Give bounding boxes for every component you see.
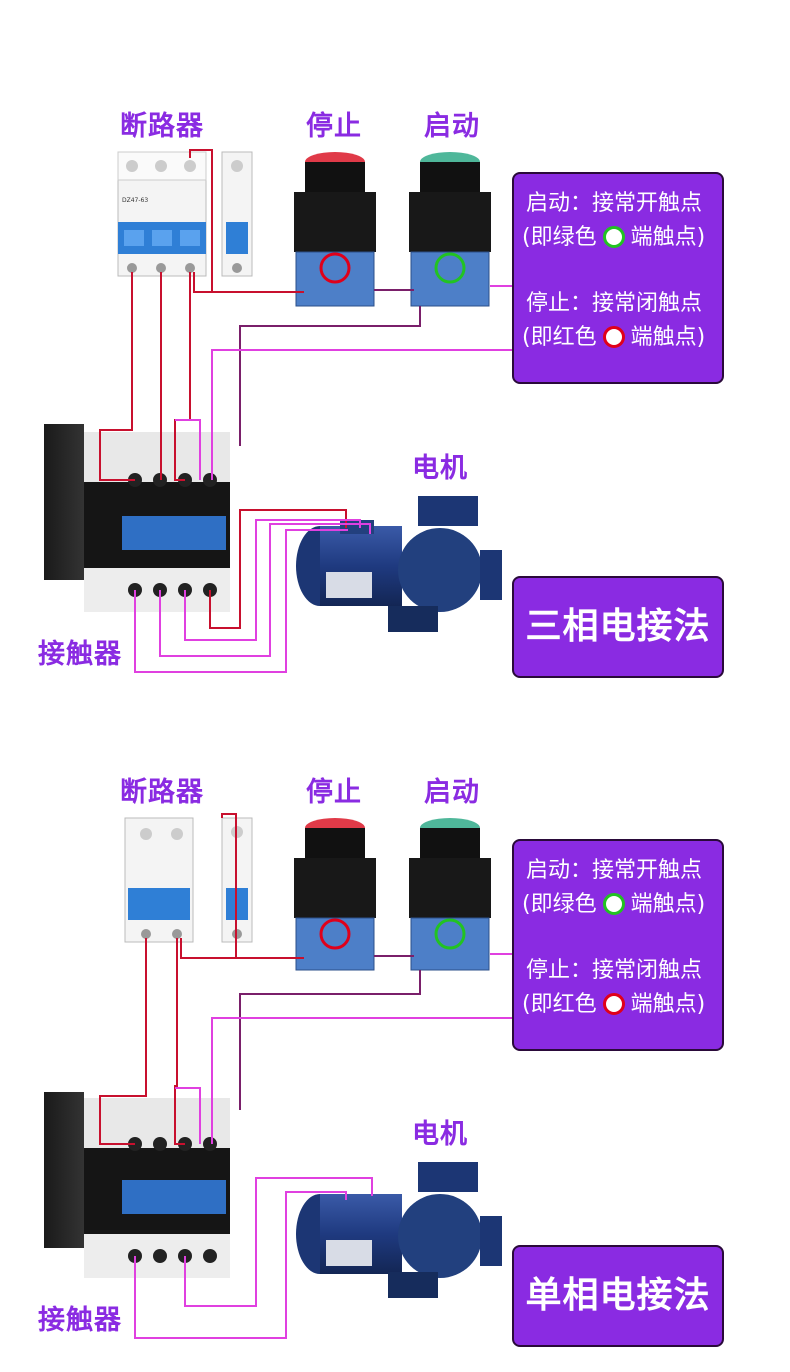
start-label: 启动 <box>424 111 480 142</box>
svg-text:DZ47-63: DZ47-63 <box>122 197 148 204</box>
stop-button-device <box>294 152 376 307</box>
start-contact-note: (即绿色 端触点) <box>522 222 705 254</box>
green-circle-icon <box>602 893 625 915</box>
start-button-device <box>409 152 491 307</box>
wire-breaker-to-stop <box>193 272 304 293</box>
motor-label: 电机 <box>412 453 468 484</box>
stop-contact-note: (即红色 端触点) <box>522 322 705 354</box>
stop-label: 停止 <box>306 111 362 142</box>
breaker-3-pole: DZ47-63 <box>117 151 207 277</box>
contactor-device <box>44 424 230 612</box>
wire-breaker-to-contactor-L <box>99 938 147 1145</box>
stop-contact-line-b: 停止：接常闭触点 <box>526 958 703 983</box>
stop-button-device-b <box>294 818 376 971</box>
stop-paren-close-b: 端触点) <box>630 992 706 1017</box>
wire-start-to-contactor-aux-b <box>211 953 517 1144</box>
start-button-device-b <box>409 818 491 971</box>
wire-breaker-top-loop-b <box>221 813 237 958</box>
motor-device <box>296 496 502 632</box>
start-paren-open: (即绿色 <box>522 225 597 250</box>
red-circle-icon <box>602 993 625 1015</box>
wire-start-to-contactor-aux <box>211 285 517 480</box>
contact-info-box: 启动：接常开触点 (即绿色端触点) 停止：接常闭触点 (即红色端触点) <box>512 172 724 384</box>
breaker-label-b: 断路器 <box>120 777 204 808</box>
wire-breaker-to-stop-b <box>180 938 304 959</box>
stop-label-b: 停止 <box>306 777 362 808</box>
method-badge: 三相电接法 <box>512 576 724 678</box>
start-contact-line-b: 启动：接常开触点 <box>526 858 703 883</box>
start-paren-close-b: 端触点) <box>630 892 706 917</box>
start-contact-line: 启动：接常开触点 <box>526 191 703 216</box>
breaker-2-pole <box>124 817 194 943</box>
stop-contact-line: 停止：接常闭触点 <box>526 291 703 316</box>
stop-contact-note-b: (即红色 端触点) <box>522 989 705 1021</box>
red-circle-icon <box>602 326 625 348</box>
breaker-label: 断路器 <box>120 111 204 142</box>
wire-contactor-aux-loop <box>175 419 201 480</box>
contact-info-box-b: 启动：接常开触点 (即绿色端触点) 停止：接常闭触点 (即红色端触点) <box>512 839 724 1051</box>
single-phase-wires <box>99 813 517 1339</box>
wire-contactor-to-motor-3 <box>159 523 371 657</box>
wire-contactor-to-motor-1 <box>209 509 347 629</box>
breaker-1-pole <box>221 151 253 277</box>
stop-paren-open-b: (即红色 <box>522 992 597 1017</box>
start-contact-note-b: (即绿色 端触点) <box>522 889 705 921</box>
start-paren-close: 端触点) <box>630 225 706 250</box>
wire-breaker-to-contactor-N <box>174 938 185 1145</box>
wire-contactor-to-motor-b1 <box>184 1177 373 1307</box>
wire-breaker-top-loop <box>189 149 213 292</box>
motor-label-b: 电机 <box>412 1119 468 1150</box>
wire-start-to-contactor-coil-b <box>239 970 421 1110</box>
method-badge-b: 单相电接法 <box>512 1245 724 1347</box>
wire-contactor-aux-loop-b <box>175 1087 201 1144</box>
stop-paren-close: 端触点) <box>630 325 706 350</box>
contactor-label-b: 接触器 <box>38 1305 122 1336</box>
start-label-b: 启动 <box>424 777 480 808</box>
three-phase-wires <box>99 149 517 673</box>
wire-contactor-to-motor-4 <box>134 529 348 673</box>
wire-breaker-to-contactor-L1 <box>99 272 135 481</box>
start-paren-open-b: (即绿色 <box>522 892 597 917</box>
stop-paren-open: (即红色 <box>522 325 597 350</box>
contactor-device-b <box>44 1092 230 1278</box>
motor-device-b <box>296 1162 502 1298</box>
green-circle-icon <box>602 226 625 248</box>
wire-contactor-to-motor-2 <box>184 519 361 641</box>
wire-start-to-contactor-coil <box>239 306 421 446</box>
contactor-label: 接触器 <box>38 639 122 670</box>
wire-contactor-to-motor-b2 <box>134 1191 347 1339</box>
